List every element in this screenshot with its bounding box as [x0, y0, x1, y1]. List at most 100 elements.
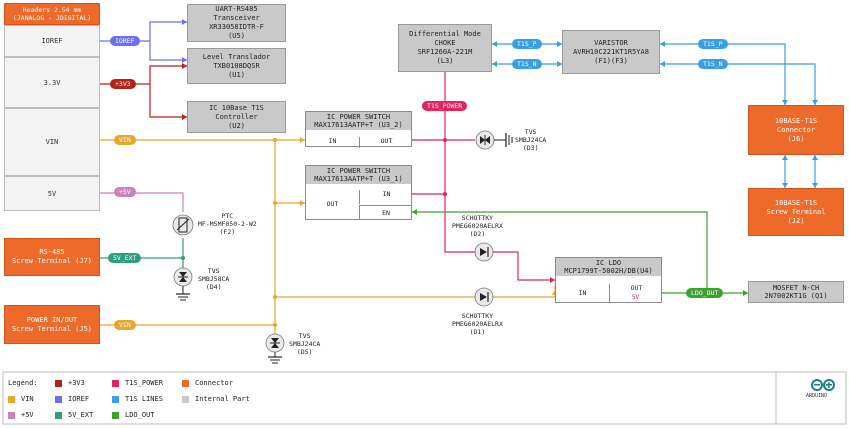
arrowheads — [182, 19, 818, 296]
legend-swatch — [55, 411, 62, 419]
net-tag-t1s-p-right: T1S_P — [698, 39, 728, 49]
legend-label: VIN — [21, 395, 34, 403]
u3-1-in: IN — [359, 190, 413, 204]
net-tag-t1s-power: T1S_POWER — [422, 101, 468, 111]
legend-title: Legend: — [8, 379, 38, 387]
legend-swatch — [112, 395, 119, 403]
net-tag-vin: VIN — [114, 135, 136, 145]
header-row-label: 5V — [47, 189, 57, 198]
legend-label: Connector — [195, 379, 233, 387]
legend-item: T1S_POWER — [112, 378, 163, 388]
legend-item: T1S LINES — [112, 394, 163, 404]
legend-swatch — [8, 411, 15, 419]
net-tag-5v: +5V — [114, 187, 136, 197]
legend-item: +3V3 — [55, 378, 85, 388]
header-row-label: 3.3V — [43, 78, 61, 87]
arduino-logo-icon — [811, 379, 835, 391]
schottky-d2-icon — [474, 242, 494, 262]
ldo-out: OUT — [609, 284, 663, 303]
legend-item: LDO_OUT — [112, 410, 155, 420]
u3-1-out: OUT — [326, 200, 339, 208]
legend-label: LDO_OUT — [125, 411, 155, 419]
header-row-3v3: 3.3V — [4, 57, 100, 108]
legend-label: T1S_POWER — [125, 379, 163, 387]
net-tag-t1s-p-left: T1S_P — [512, 39, 542, 49]
legend-item: IOREF — [55, 394, 89, 404]
header-row-label: IOREF — [41, 37, 63, 45]
net-tag-3v3: +3V3 — [110, 79, 136, 89]
legend-item: Internal Part — [182, 394, 250, 404]
ldo-out-voltage: 5V — [631, 294, 640, 301]
header-row-vin: VIN — [4, 108, 100, 176]
legend-swatch — [55, 379, 62, 387]
net-tag-ldo-out: LDO_OUT — [686, 288, 724, 298]
legend-label: +5V — [21, 411, 34, 419]
ldo-in: IN — [578, 289, 587, 297]
legend-label: T1S LINES — [125, 395, 163, 403]
header-row-label: VIN — [45, 138, 59, 146]
tvs-d4-icon — [173, 267, 193, 301]
legend-item: 5V_EXT — [55, 410, 93, 420]
headers-title-text: Headers 2.54 mm — [22, 6, 82, 14]
schottky-d1-icon — [474, 287, 494, 307]
v5-wire — [100, 192, 184, 212]
net-tag-t1s-n-left: T1S_N — [512, 59, 542, 69]
legend-swatch — [55, 395, 62, 403]
legend-label: 5V_EXT — [68, 411, 94, 419]
u3-2-out: OUT — [359, 137, 413, 148]
legend-swatch — [182, 379, 189, 387]
legend-swatch — [112, 411, 119, 419]
u3-1-en: EN — [359, 205, 412, 220]
legend-label: +3V3 — [68, 379, 85, 387]
legend-label: Internal Part — [195, 395, 250, 403]
legend-swatch — [112, 379, 119, 387]
headers-subtitle-text: (JANALOG - JDIGITAL) — [12, 14, 92, 22]
d1-wire — [492, 285, 556, 298]
u3-2-in: IN — [328, 137, 337, 145]
legend-swatch — [8, 395, 15, 403]
legend-item: Connector — [182, 378, 233, 388]
titleblock-brand: ARDUINO — [806, 393, 828, 399]
legend-item: +5V — [8, 410, 34, 420]
legend-item: VIN — [8, 394, 34, 404]
tvs-d3-icon — [475, 130, 513, 150]
net-tag-t1s-n-right: T1S_N — [698, 59, 728, 69]
header-row-5v: 5V — [4, 176, 100, 211]
legend-frame — [2, 371, 847, 425]
legend-label: IOREF — [68, 395, 90, 403]
tvs-d5-icon — [265, 333, 285, 364]
header-row-ioref: IOREF — [4, 25, 100, 57]
headers-title: Headers 2.54 mm (JANALOG - JDIGITAL) — [4, 3, 100, 25]
net-tag-5v-ext: 5V_EXT — [108, 253, 142, 263]
t1s-j6-j2-wire — [784, 155, 816, 188]
legend-swatch — [182, 395, 189, 403]
ptc-f2-icon — [172, 214, 194, 236]
vin-wire-top — [100, 139, 475, 336]
v3v3-wire — [100, 65, 187, 118]
net-tag-vin-bottom: VIN — [114, 320, 136, 330]
junctions — [273, 138, 277, 327]
net-tag-ioref: IOREF — [110, 36, 140, 46]
